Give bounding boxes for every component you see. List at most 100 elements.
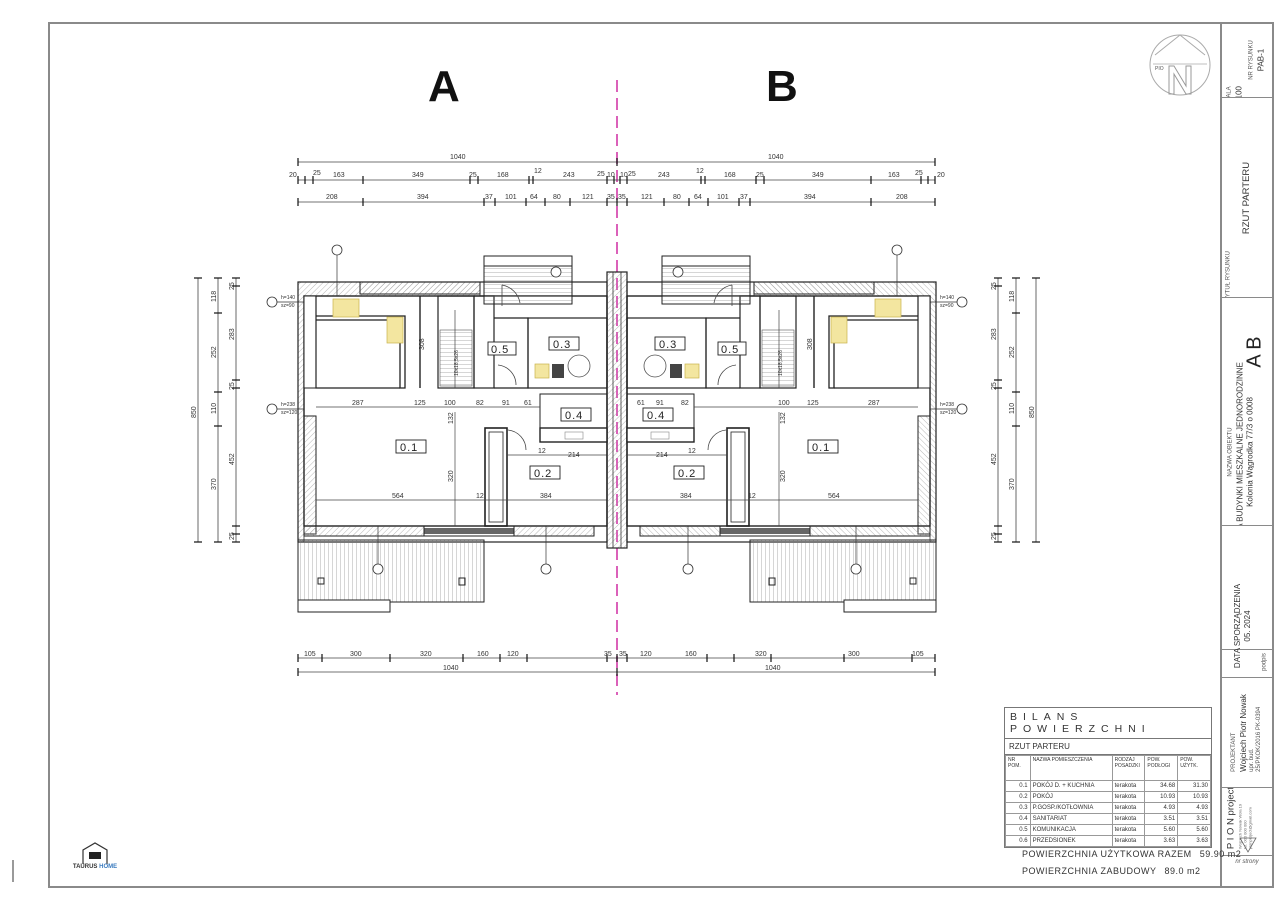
dim-label: 12 [538,448,546,455]
dim-label: 564 [828,493,840,500]
page-label: nr strony [1235,859,1259,865]
column-header: NR POM. [1005,755,1031,781]
unit-a-plan: 0.1 0.2 0.3 0.4 0.5 287 125 100 82 91 61… [266,244,608,613]
dim-label: 160 [477,651,489,658]
dim-label: 208 [896,194,908,201]
cell-area: 5.60 [1144,824,1179,836]
object-address: Kolonia Wągrodka 77/3 o 0008 [1244,396,1254,507]
cell-floor: terakota [1111,802,1146,814]
cell-area: 3.51 [1144,813,1179,825]
dim-label: 283 [229,328,236,340]
dim-label: 370 [1009,478,1016,490]
dim-label: 163 [888,172,900,179]
cell-usable: 4.93 [1177,802,1211,814]
drawing-sheet [48,22,1274,888]
unit-label-b: B [766,62,798,111]
table-title: BILANS POWIERZCHNI [1005,708,1211,739]
kitchen-hob [386,316,404,344]
dim-label: 100 [444,400,456,407]
dim-label: 370 [211,478,218,490]
left-side-dimensions [194,277,240,543]
north-arrow-icon [1149,34,1211,96]
party-wall [606,271,628,549]
dim-label: 120 [640,651,652,658]
cell-nr: 0.6 [1005,835,1031,847]
designer-name: Wojciech Piotr Nowak [1238,693,1248,772]
room-label: 0.5 [491,344,509,356]
dim-label: 35 [619,651,627,658]
dim-label: 125 [807,400,819,407]
cell-nr: 0.4 [1005,813,1031,825]
window-tag: sz=120 [281,410,297,416]
object-name: DWA BUDYNKI MIESZKALNE JEDNORODZINNE [1234,361,1244,526]
dim-label: 20 [289,172,297,179]
dim-label: 320 [420,651,432,658]
house-logo-icon [82,842,108,864]
total-usable-value: 59.90 m2 [1199,849,1242,859]
dim-label: 125 [414,400,426,407]
cell-name: POKÓJ D. + KUCHNIA [1029,780,1113,792]
dim-label: 12 [696,168,704,175]
designer-license-no: 25/PKOK/2016 PK-0394 [1255,706,1262,772]
unit-b-plan [626,244,968,613]
top-dimensions [297,158,936,206]
dim-label: 132 [780,412,787,424]
dim-label: 61 [637,400,645,407]
dim-label: 12 [534,168,542,175]
room-label: 0.5 [721,344,739,356]
tb-drawing-title: RZUT PARTERU TYTUŁ RYSUNKU [1222,98,1272,298]
dim-label: 308 [419,338,426,350]
tb-drawing-no: NR RYSUNKU PAB-1 SKALA 1:100 [1222,22,1272,98]
dim-label: 1040 [450,154,466,161]
cell-floor: terakota [1111,791,1146,803]
cell-usable: 5.60 [1177,824,1211,836]
dim-label: 1040 [765,665,781,672]
window-tag: h=238 [281,402,295,408]
total-built-label: POWIERZCHNIA ZABUDOWY [1022,866,1157,876]
dim-label: 287 [352,400,364,407]
dim-label: 308 [807,338,814,350]
dim-label: 168 [497,172,509,179]
dim-label: 101 [717,194,729,201]
dim-label: 25 [469,172,477,179]
column-header: POW. UŻYTK. [1177,755,1211,781]
room-label: 0.4 [647,410,665,422]
tb-page: nr strony [1222,856,1272,886]
date-value: 05. 2024 [1243,609,1252,642]
window-tag: h=238 [940,402,954,408]
tb-firm: P I O N project Wojciech Nowak Wola 19 t… [1222,788,1272,856]
tb-designer: PROJEKTANT Wojciech Piotr Nowak upr. bud… [1222,678,1272,788]
dim-label: 168 [724,172,736,179]
room-label: 0.1 [812,442,830,454]
dim-label: 64 [694,194,702,201]
dim-label: 25 [915,170,923,177]
dim-label: 1040 [443,665,459,672]
dim-label: 452 [991,453,998,465]
dim-label: 35 [604,651,612,658]
dim-label: 82 [476,400,484,407]
cell-name: P.GOSP./KOTŁOWNIA [1029,802,1113,814]
dim-label: 80 [673,194,681,201]
dim-label: 160 [685,651,697,658]
dim-label: 243 [658,172,670,179]
cell-name: KOMUNIKACJA [1029,824,1113,836]
room-label: 0.3 [659,339,677,351]
dim-label: 25 [991,532,998,540]
room-label: 0.1 [400,442,418,454]
dim-label: 25 [991,282,998,290]
cell-nr: 0.2 [1005,791,1031,803]
dim-label: 25 [229,532,236,540]
dim-label: 10 [607,172,615,179]
cell-nr: 0.1 [1005,780,1031,792]
dim-label: 132 [448,412,455,424]
tb-label: SKALA [1226,85,1233,98]
column-header: RODZAJ POSADZKI [1111,755,1146,781]
dim-label: 120 [507,651,519,658]
window-tag: h=140 [940,295,954,301]
area-balance-table: BILANS POWIERZCHNI RZUT PARTERU NR POM. … [1004,707,1212,848]
dim-label: 850 [1029,406,1036,418]
dim-label: 35 [607,194,615,201]
dim-label: 214 [656,452,668,459]
